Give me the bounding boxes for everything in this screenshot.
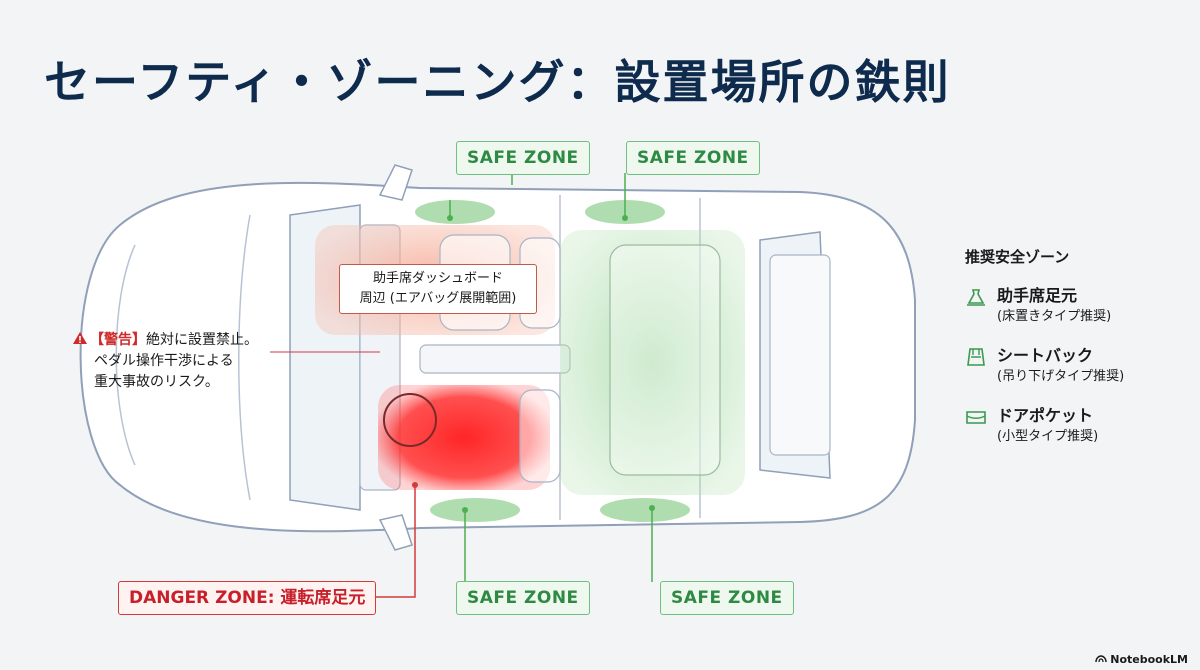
car-hood-lines bbox=[115, 214, 251, 501]
legend-title: 推奨安全ゾーン bbox=[965, 248, 1070, 266]
legend-item-name: シートバック bbox=[997, 346, 1094, 365]
danger-zone-driver bbox=[378, 385, 550, 490]
door-pocket-icon bbox=[966, 411, 986, 424]
center-console bbox=[419, 344, 571, 374]
legend-item-seatback: シートバック (吊り下げタイプ推奨) bbox=[965, 345, 1185, 387]
safe-zone-label-bottom-right: SAFE ZONE bbox=[660, 581, 794, 615]
danger-zone-label: DANGER ZONE: 運転席足元 bbox=[118, 581, 377, 615]
safe-zone-label-top-right: SAFE ZONE bbox=[626, 141, 760, 175]
door-pocket-safe-fr bbox=[430, 498, 520, 522]
warning-line2: ペダル操作干渉による bbox=[94, 353, 234, 369]
airbag-zone-label-line2: 周辺 (エアバッグ展開範囲) bbox=[359, 291, 517, 306]
airbag-zone-label-line1: 助手席ダッシュボード bbox=[372, 271, 503, 286]
legend-item-door-pocket: ドアポケット (小型タイプ推奨) bbox=[965, 405, 1185, 447]
recommended-zones-legend: 推奨安全ゾーン 助手席足元 (床置きタイプ推奨) シートバック (吊り下げタイプ… bbox=[965, 246, 1185, 465]
airbag-zone-label: 助手席ダッシュボード 周辺 (エアバッグ展開範囲) bbox=[339, 264, 537, 314]
door-pocket-safe-rr bbox=[600, 498, 690, 522]
warning-line1: 絶対に設置禁止。 bbox=[146, 332, 258, 348]
rear-bench bbox=[609, 244, 721, 476]
page-title: セーフティ・ゾーニング：設置場所の鉄則 bbox=[44, 55, 951, 109]
safe-zone-label-top-left: SAFE ZONE bbox=[456, 141, 590, 175]
warning-tag: 【警告】 bbox=[90, 332, 146, 348]
warning-note: 【警告】絶対に設置禁止。 ペダル操作干渉による 重大事故のリスク。 bbox=[72, 330, 272, 393]
legend-item-name: ドアポケット bbox=[997, 406, 1094, 425]
door-pocket-safe-fl bbox=[415, 200, 495, 224]
legend-item-sub: (吊り下げタイプ推奨) bbox=[997, 369, 1125, 384]
legend-item-sub: (小型タイプ推奨) bbox=[997, 429, 1099, 444]
legend-item-passenger-floor: 助手席足元 (床置きタイプ推奨) bbox=[965, 285, 1185, 327]
warning-line3: 重大事故のリスク。 bbox=[94, 374, 219, 390]
warning-triangle-icon bbox=[73, 332, 87, 344]
safe-zone-seatback bbox=[560, 230, 745, 495]
driver-seatback bbox=[519, 389, 561, 483]
trunk bbox=[769, 254, 831, 456]
notebooklm-icon bbox=[1095, 655, 1107, 663]
leader-danger bbox=[365, 485, 416, 598]
mirror-bottom bbox=[378, 514, 413, 551]
steering-wheel bbox=[383, 393, 437, 447]
seatback-icon bbox=[967, 348, 985, 366]
legend-item-name: 助手席足元 bbox=[997, 286, 1078, 305]
mirror-top bbox=[378, 164, 413, 201]
notebooklm-logo: NotebookLM bbox=[1095, 653, 1188, 666]
legend-item-sub: (床置きタイプ推奨) bbox=[997, 309, 1112, 324]
floor-item-icon bbox=[967, 289, 985, 306]
footer-text: NotebookLM bbox=[1110, 653, 1188, 666]
safe-zone-label-bottom-left: SAFE ZONE bbox=[456, 581, 590, 615]
